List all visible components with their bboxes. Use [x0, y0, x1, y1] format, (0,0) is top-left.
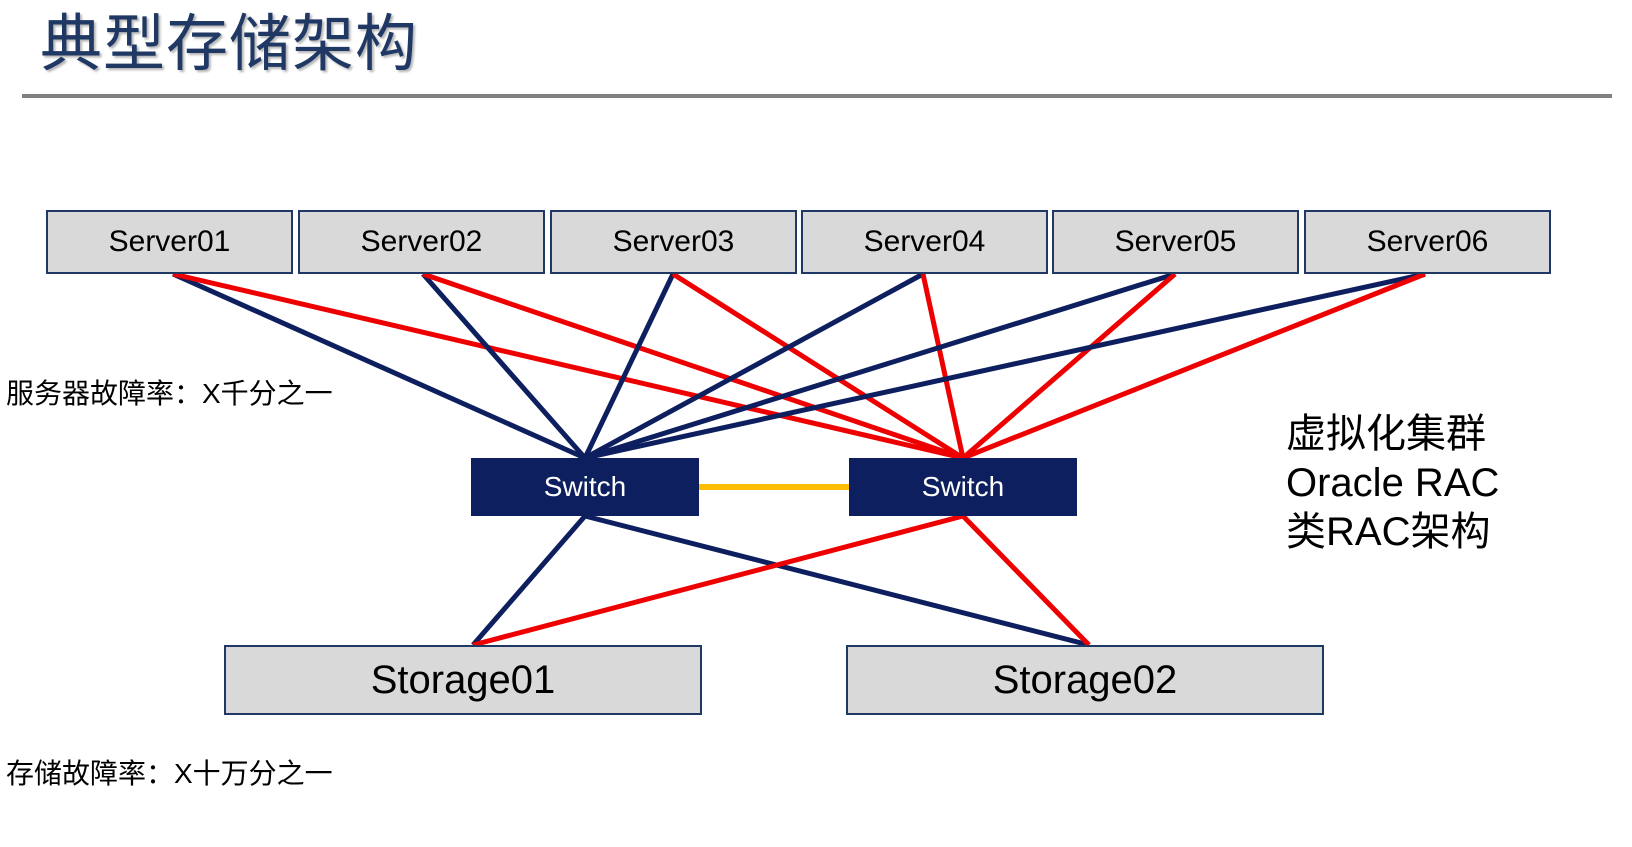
node-storage01[interactable]: Storage01 [224, 645, 702, 715]
node-server03-label: Server03 [612, 225, 735, 258]
node-server06-label: Server06 [1366, 225, 1489, 258]
link-switch-left-to-storage02 [584, 513, 1090, 648]
cluster-note-line-3: 类RAC架构 [1286, 510, 1491, 554]
link-server02-to-switch-left [421, 272, 587, 460]
node-server04-label: Server04 [863, 225, 986, 258]
node-server06[interactable]: Server06 [1304, 210, 1551, 274]
node-storage02-label: Storage02 [992, 657, 1178, 702]
page-title: 典型存储架构 [40, 10, 419, 79]
node-server01-label: Server01 [108, 225, 231, 258]
link-server05-to-switch-left [584, 271, 1176, 461]
node-switch-left-label: Switch [543, 471, 627, 502]
node-server02-label: Server02 [360, 225, 483, 258]
node-storage01-label: Storage01 [370, 657, 556, 702]
title-divider [22, 94, 1612, 98]
cluster-type-note: 虚拟化集群 Oracle RAC 类RAC架构 [1286, 410, 1499, 557]
cluster-note-line-2: Oracle RAC [1286, 461, 1500, 505]
link-switch-left-to-storage01 [471, 514, 587, 647]
link-server06-to-switch-right [962, 271, 1426, 461]
node-storage02[interactable]: Storage02 [846, 645, 1324, 715]
node-server03[interactable]: Server03 [550, 210, 797, 274]
link-server05-to-switch-right [961, 272, 1177, 460]
node-switch-left[interactable]: Switch [471, 458, 699, 516]
link-switch-right-to-storage01 [472, 513, 964, 648]
node-server05-label: Server05 [1114, 225, 1237, 258]
link-server03-to-switch-right [671, 271, 965, 461]
link-switch-right-to-storage02 [961, 514, 1091, 647]
link-server06-to-switch-left [584, 271, 1426, 461]
node-switch-right[interactable]: Switch [849, 458, 1077, 516]
node-server02[interactable]: Server02 [298, 210, 545, 274]
node-server04[interactable]: Server04 [801, 210, 1048, 274]
node-switch-right-label: Switch [921, 471, 1005, 502]
node-server05[interactable]: Server05 [1052, 210, 1299, 274]
node-server01[interactable]: Server01 [46, 210, 293, 274]
server-failure-rate-label: 服务器故障率：X千分之一 [6, 378, 333, 409]
link-server04-to-switch-left [583, 271, 925, 461]
link-server04-to-switch-right [920, 273, 966, 459]
link-server02-to-switch-right [422, 271, 964, 461]
connection-lines [171, 271, 1426, 648]
link-server01-to-switch-left [171, 271, 587, 461]
cluster-note-line-1: 虚拟化集群 [1286, 412, 1486, 456]
storage-failure-rate-label: 存储故障率：X十万分之一 [6, 758, 333, 789]
link-server01-to-switch-right [172, 271, 964, 461]
link-server03-to-switch-left [582, 272, 676, 460]
